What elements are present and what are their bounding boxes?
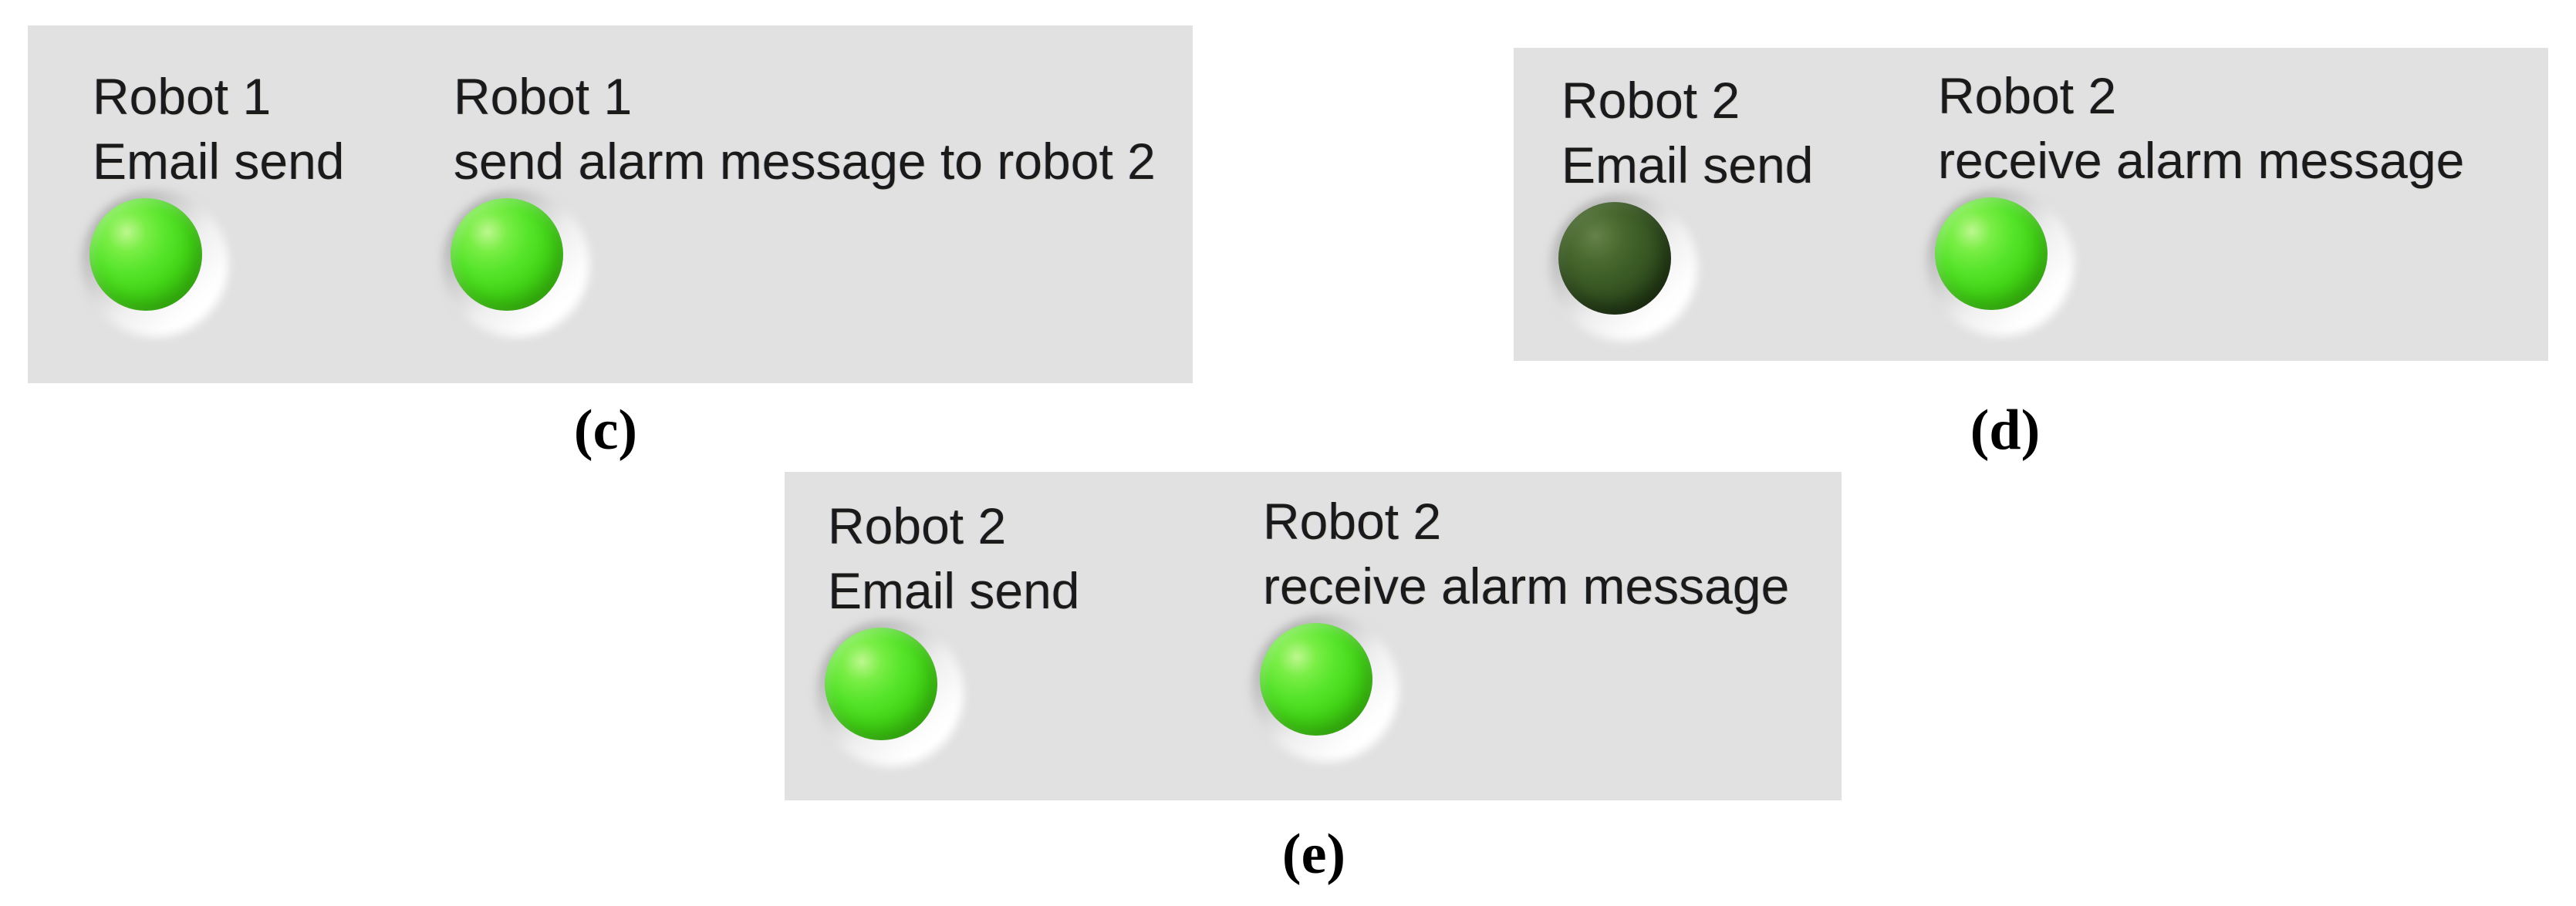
front-panel-d: Robot 2 Email send Robot 2 receive alarm… (1514, 48, 2548, 361)
indicator-label-line1: Robot 1 (454, 68, 633, 125)
indicator-label-line1: Robot 2 (1938, 67, 2117, 124)
led-indicator-robot2-email-send (817, 620, 964, 766)
indicator-group-robot1-email-send: Robot 1 Email send (82, 64, 345, 337)
indicator-label-line2: Email send (828, 562, 1080, 619)
indicator-label: Robot 2 Email send (828, 493, 1080, 623)
indicator-label-line2: receive alarm message (1263, 557, 1790, 615)
led-indicator-robot2-receive-alarm (1927, 190, 2074, 336)
led-ball (1260, 623, 1372, 736)
led-ball (825, 628, 937, 740)
indicator-label-line1: Robot 1 (93, 68, 272, 125)
indicator-label: Robot 2 Email send (1561, 68, 1814, 197)
figure-caption-e: (e) (1281, 823, 1346, 886)
led-ball (1558, 202, 1671, 315)
indicator-label-line1: Robot 2 (1561, 72, 1740, 129)
indicator-label: Robot 1 send alarm message to robot 2 (454, 64, 1156, 194)
indicator-group-robot2-email-send: Robot 2 Email send (1551, 68, 1814, 341)
front-panel-e: Robot 2 Email send Robot 2 receive alarm… (785, 472, 1842, 800)
led-indicator-robot2-receive-alarm (1252, 615, 1399, 762)
led-ball (451, 198, 563, 311)
indicator-label-line2: Email send (1561, 136, 1814, 194)
indicator-label-line2: receive alarm message (1938, 132, 2465, 189)
indicator-label: Robot 2 receive alarm message (1263, 489, 1789, 618)
led-ball (89, 198, 202, 311)
figure-caption-c: (c) (573, 399, 638, 462)
indicator-label: Robot 2 receive alarm message (1938, 63, 2464, 193)
indicator-group-robot1-send-alarm: Robot 1 send alarm message to robot 2 (443, 64, 1156, 337)
indicator-label-line2: Email send (93, 133, 345, 190)
led-ball (1935, 197, 2048, 310)
indicator-group-robot2-receive-alarm: Robot 2 receive alarm message (1927, 63, 2464, 336)
indicator-label: Robot 1 Email send (93, 64, 345, 194)
indicator-label-line1: Robot 2 (1263, 493, 1442, 550)
indicator-group-robot2-receive-alarm: Robot 2 receive alarm message (1252, 489, 1789, 762)
led-indicator-robot2-email-send-off (1551, 194, 1697, 341)
indicator-group-robot2-email-send: Robot 2 Email send (817, 493, 1080, 766)
front-panel-c: Robot 1 Email send Robot 1 send alarm me… (28, 25, 1193, 383)
led-indicator-robot1-email-send (82, 190, 228, 337)
figure-caption-d: (d) (1970, 399, 2041, 462)
indicator-label-line1: Robot 2 (828, 497, 1007, 554)
led-indicator-robot1-send-alarm (443, 190, 589, 337)
indicator-label-line2: send alarm message to robot 2 (454, 133, 1156, 190)
